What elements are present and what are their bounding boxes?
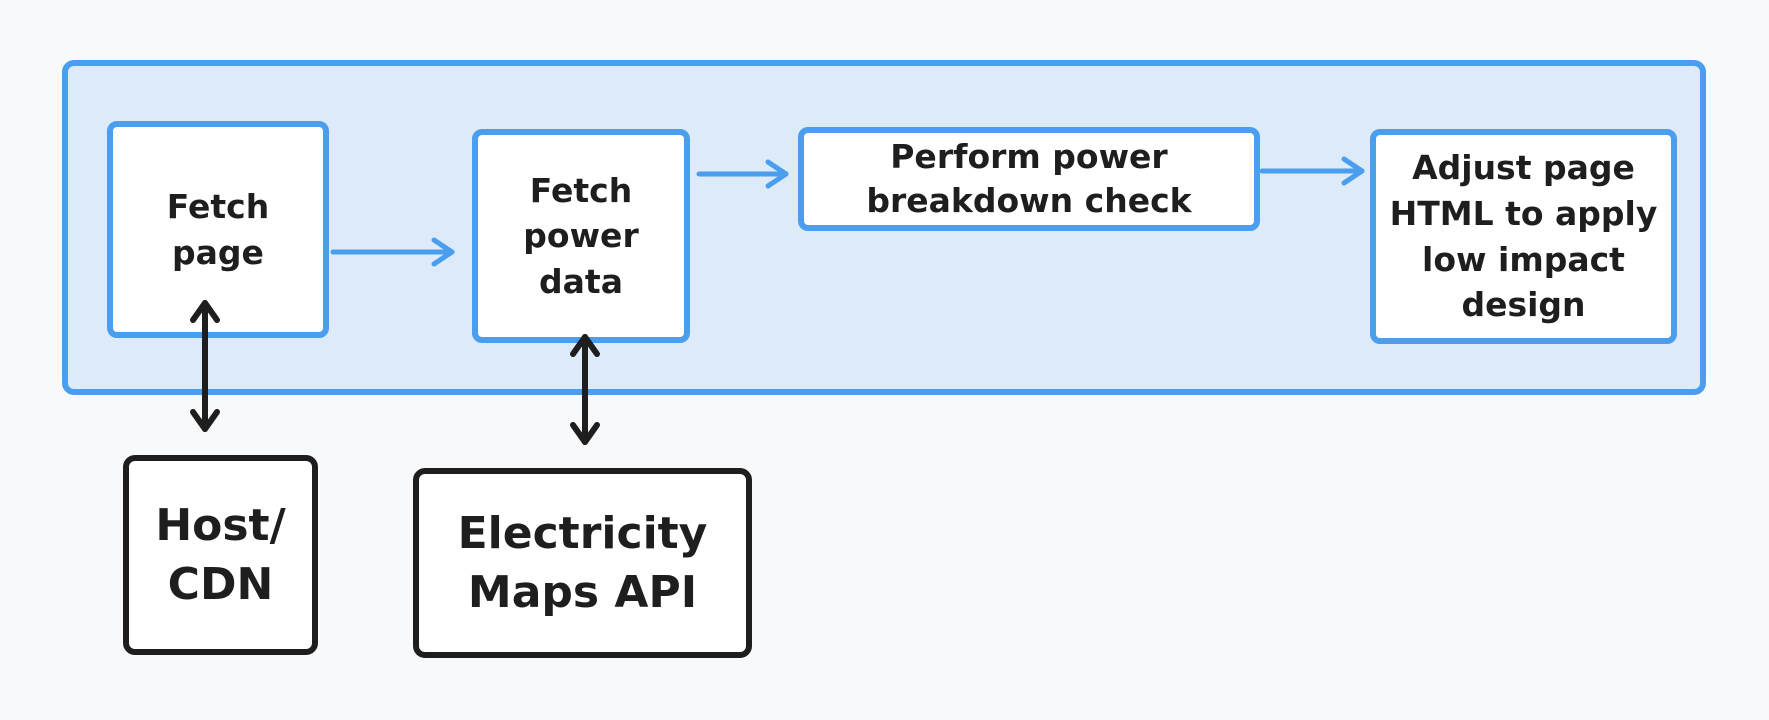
electricity-maps-api-label: Electricity Maps API <box>457 507 708 618</box>
fetch-page-label: Fetch page <box>166 186 270 272</box>
adjust-page-html-node: Adjust page HTML to apply low impact des… <box>1370 129 1677 344</box>
host-cdn-node: Host/ CDN <box>123 455 318 655</box>
adjust-page-html-label: Adjust page HTML to apply low impact des… <box>1389 148 1658 325</box>
fetch-power-data-node: Fetch power data <box>472 129 690 343</box>
fetch-page-node: Fetch page <box>107 121 329 338</box>
electricity-maps-api-node: Electricity Maps API <box>413 468 752 658</box>
power-breakdown-check-node: Perform power breakdown check <box>798 127 1260 231</box>
host-cdn-label: Host/ CDN <box>155 499 286 610</box>
fetch-power-data-label: Fetch power data <box>523 170 639 301</box>
power-breakdown-check-label: Perform power breakdown check <box>866 137 1192 220</box>
